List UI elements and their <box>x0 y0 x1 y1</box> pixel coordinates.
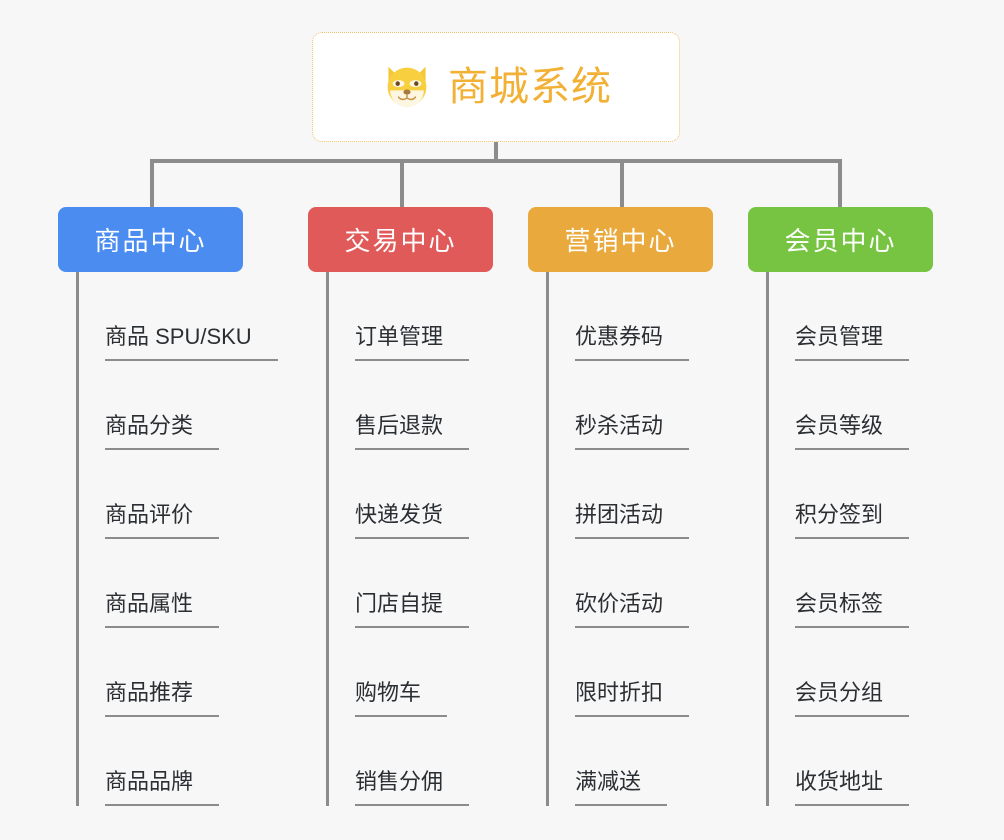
list-item-label: 优惠券码 <box>575 324 690 361</box>
connector-drop-1 <box>150 159 154 207</box>
list-item-label: 门店自提 <box>355 591 470 628</box>
list-item-label: 商品属性 <box>105 591 220 628</box>
list-item[interactable]: 商品推荐 <box>79 628 288 717</box>
list-item[interactable]: 订单管理 <box>329 272 538 361</box>
list-item[interactable]: 快递发货 <box>329 450 538 539</box>
branch-column-member: 会员中心 会员管理 会员等级 积分签到 会员标签 会员分组 收货地址 <box>748 207 978 806</box>
list-item[interactable]: 销售分佣 <box>329 717 538 806</box>
list-item-label: 积分签到 <box>795 502 910 539</box>
list-item-label: 销售分佣 <box>355 769 470 806</box>
connector-bus <box>150 159 840 163</box>
list-item-label: 拼团活动 <box>575 502 690 539</box>
list-item-label: 会员标签 <box>795 591 910 628</box>
list-item[interactable]: 砍价活动 <box>549 539 758 628</box>
list-item-label: 订单管理 <box>355 324 470 361</box>
connector-drop-3 <box>620 159 624 207</box>
list-item-label: 商品推荐 <box>105 680 220 717</box>
list-item-label: 砍价活动 <box>575 591 690 628</box>
list-item[interactable]: 商品属性 <box>79 539 288 628</box>
shiba-dog-face-icon <box>387 66 427 109</box>
list-item[interactable]: 限时折扣 <box>549 628 758 717</box>
branch-column-product: 商品中心 商品 SPU/SKU 商品分类 商品评价 商品属性 商品推荐 商品品牌 <box>58 207 288 806</box>
list-item-label: 商品品牌 <box>105 769 220 806</box>
list-item-label: 商品评价 <box>105 502 220 539</box>
branch-header-label: 交易中心 <box>344 226 457 256</box>
branch-column-trade: 交易中心 订单管理 售后退款 快递发货 门店自提 购物车 销售分佣 <box>308 207 538 806</box>
list-item[interactable]: 会员等级 <box>769 361 978 450</box>
connector-drop-4 <box>838 159 842 207</box>
branch-body-marketing: 优惠券码 秒杀活动 拼团活动 砍价活动 限时折扣 满减送 <box>546 272 758 806</box>
list-item[interactable]: 商品分类 <box>79 361 288 450</box>
branch-column-marketing: 营销中心 优惠券码 秒杀活动 拼团活动 砍价活动 限时折扣 满减送 <box>528 207 758 806</box>
list-item-label: 收货地址 <box>795 769 910 806</box>
list-item[interactable]: 拼团活动 <box>549 450 758 539</box>
list-item[interactable]: 会员分组 <box>769 628 978 717</box>
list-item-label: 满减送 <box>575 769 668 806</box>
list-item[interactable]: 商品 SPU/SKU <box>79 272 288 361</box>
connector-drop-2 <box>400 159 404 207</box>
branch-header-product[interactable]: 商品中心 <box>58 207 243 272</box>
list-item[interactable]: 满减送 <box>549 717 758 806</box>
list-item[interactable]: 商品品牌 <box>79 717 288 806</box>
list-item[interactable]: 积分签到 <box>769 450 978 539</box>
list-item-label: 售后退款 <box>355 413 470 450</box>
list-item-label: 秒杀活动 <box>575 413 690 450</box>
branch-header-label: 商品中心 <box>94 226 207 256</box>
list-item[interactable]: 优惠券码 <box>549 272 758 361</box>
list-item-label: 会员管理 <box>795 324 910 361</box>
root-title: 商城系统 <box>448 65 612 109</box>
branch-header-label: 会员中心 <box>784 226 897 256</box>
list-item-label: 限时折扣 <box>575 680 690 717</box>
list-item[interactable]: 秒杀活动 <box>549 361 758 450</box>
branch-body-trade: 订单管理 售后退款 快递发货 门店自提 购物车 销售分佣 <box>326 272 538 806</box>
list-item-label: 商品 SPU/SKU <box>105 324 278 361</box>
list-item-label: 快递发货 <box>355 502 470 539</box>
branch-body-member: 会员管理 会员等级 积分签到 会员标签 会员分组 收货地址 <box>766 272 978 806</box>
list-item-label: 会员等级 <box>795 413 910 450</box>
list-item[interactable]: 门店自提 <box>329 539 538 628</box>
branch-header-marketing[interactable]: 营销中心 <box>528 207 713 272</box>
root-node[interactable]: 商城系统 <box>312 32 680 142</box>
branch-header-trade[interactable]: 交易中心 <box>308 207 493 272</box>
list-item[interactable]: 商品评价 <box>79 450 288 539</box>
list-item[interactable]: 会员管理 <box>769 272 978 361</box>
list-item-label: 购物车 <box>355 680 448 717</box>
list-item[interactable]: 售后退款 <box>329 361 538 450</box>
connector-stem <box>494 142 498 162</box>
branch-header-member[interactable]: 会员中心 <box>748 207 933 272</box>
list-item[interactable]: 购物车 <box>329 628 538 717</box>
list-item[interactable]: 收货地址 <box>769 717 978 806</box>
list-item-label: 商品分类 <box>105 413 220 450</box>
list-item[interactable]: 会员标签 <box>769 539 978 628</box>
branch-body-product: 商品 SPU/SKU 商品分类 商品评价 商品属性 商品推荐 商品品牌 <box>76 272 288 806</box>
branch-header-label: 营销中心 <box>564 226 677 256</box>
list-item-label: 会员分组 <box>795 680 910 717</box>
